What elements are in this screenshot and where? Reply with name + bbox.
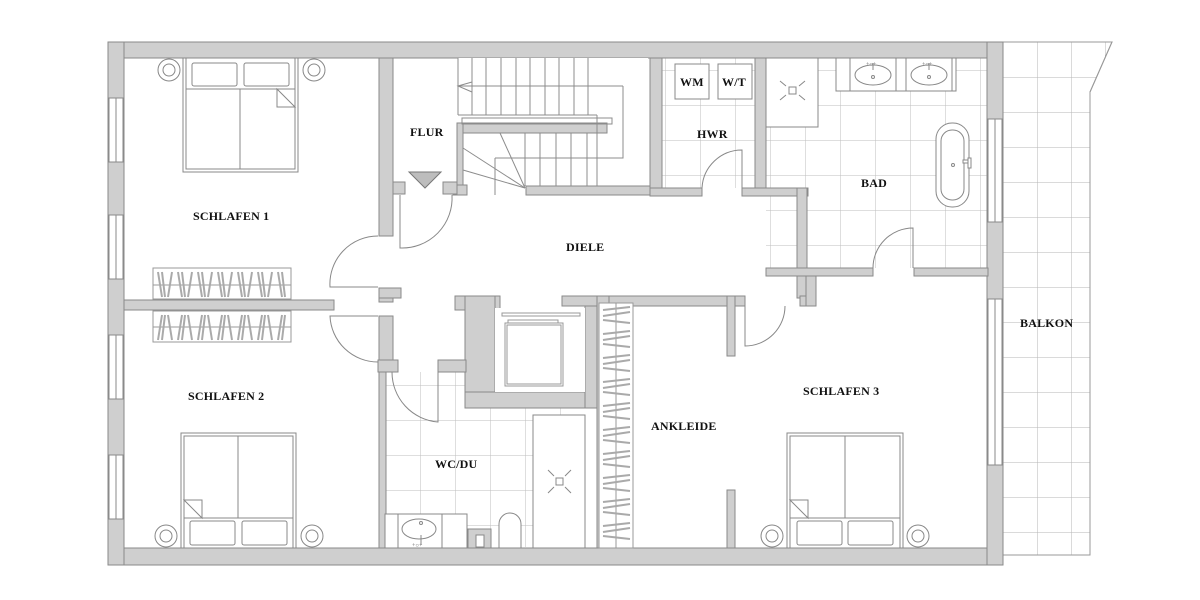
washing-machine	[674, 63, 710, 100]
doors	[329, 149, 914, 423]
wc-sink: +○+	[384, 513, 468, 549]
appliance-label-wt: W/T	[722, 75, 746, 89]
room-label-balkon: BALKON	[1020, 316, 1074, 330]
balcony	[1002, 41, 1113, 556]
svg-text:+○+: +○+	[412, 543, 423, 549]
wardrobe-schlafen2	[152, 310, 292, 343]
wardrobe-schlafen1	[152, 267, 292, 300]
toilet	[467, 512, 522, 549]
room-label-ankleide: ANKLEIDE	[651, 419, 717, 433]
room-label-schlafen2: SCHLAFEN 2	[188, 389, 265, 403]
bad-shower	[765, 57, 819, 128]
svg-text:+○+: +○+	[866, 62, 877, 68]
dryer	[717, 63, 753, 100]
room-label-wcdu: WC/DU	[435, 457, 478, 471]
staircase[interactable]	[456, 58, 648, 195]
room-label-bad: BAD	[861, 176, 887, 190]
room-label-flur: FLUR	[410, 125, 444, 139]
room-label-diele: DIELE	[566, 240, 605, 254]
elevator-shaft	[495, 308, 585, 392]
room-label-schlafen3: SCHLAFEN 3	[803, 384, 880, 398]
windows	[108, 97, 1003, 520]
bed-schlafen1	[157, 57, 326, 173]
wardrobe-ankleide	[598, 302, 634, 549]
bad-sinks: +○+ +○+	[835, 57, 957, 92]
bed-schlafen2	[154, 432, 324, 549]
appliance-label-wm: WM	[680, 75, 704, 89]
bathtub	[935, 122, 972, 208]
wc-shower	[532, 414, 586, 549]
stair-direction-icon	[407, 171, 443, 189]
room-label-hwr: HWR	[697, 127, 728, 141]
bed-schlafen3	[760, 432, 930, 549]
svg-text:+○+: +○+	[922, 62, 933, 68]
room-label-schlafen1: SCHLAFEN 1	[193, 209, 270, 223]
